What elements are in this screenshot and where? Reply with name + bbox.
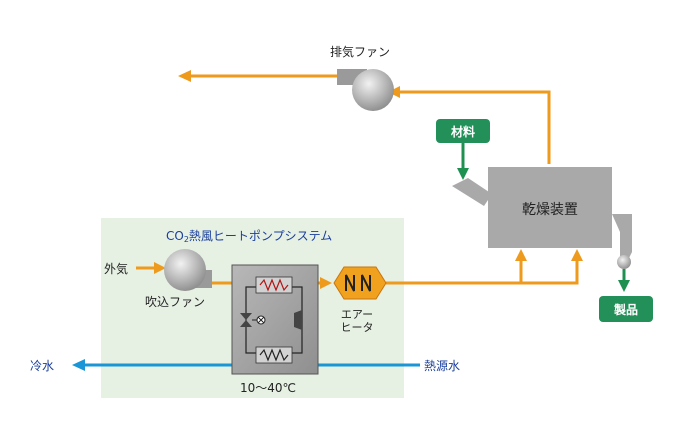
product-arrowhead [618, 280, 630, 292]
outside-air-label: 外気 [104, 261, 128, 276]
intake-fan-label: 吹込ファン [145, 295, 205, 309]
product-badge [599, 296, 653, 322]
compressor-icon [294, 310, 302, 330]
blower-fan-icon [352, 69, 394, 111]
intake-fan [164, 249, 212, 291]
heat-pump-unit [231, 264, 319, 375]
air-heater-label-line2: ヒータ [341, 321, 374, 334]
dryer-unit [488, 167, 612, 248]
air-heater-label-line1: エアー [341, 308, 373, 321]
expansion-valve-icon [240, 313, 252, 320]
cold-water-arrowhead [72, 359, 85, 371]
condenser-zigzag [259, 278, 289, 292]
material-badge [436, 119, 490, 143]
dryer-inlet-arrowhead-1 [515, 249, 527, 261]
exhaust-duct-line [392, 90, 551, 164]
heater-coil-icon [333, 266, 387, 300]
material-label: 材料 [450, 124, 475, 139]
dryer-label: 乾燥装置 [522, 202, 578, 218]
exhaust-fan [337, 69, 394, 111]
air-heater [333, 266, 387, 300]
temperature-range-label: 10～40℃ [240, 381, 296, 395]
cold-water-label: 冷水 [30, 359, 54, 373]
hot-air-line [386, 258, 579, 285]
material-arrowhead [457, 168, 469, 180]
blower-fan-icon [164, 249, 206, 291]
system-title: CO2熱風ヒートポンプシステム [166, 229, 332, 244]
product-label: 製品 [613, 302, 638, 317]
product-chute [612, 214, 632, 260]
dryer-inlet-arrowhead-2 [571, 249, 583, 261]
supply-arrowhead [320, 277, 332, 289]
air-flow-arrowheads [154, 70, 583, 289]
exhaust-fan-label: 排気ファン [330, 44, 390, 59]
heat-source-water-label: 熱源水 [424, 359, 460, 373]
evaporator-zigzag [259, 348, 289, 362]
outside-air-arrowhead [154, 262, 166, 274]
exhaust-arrowhead [178, 70, 191, 82]
material-hopper-chute [452, 178, 492, 206]
product-valve-icon [617, 255, 631, 269]
fan-inlet-arrowhead [388, 86, 400, 98]
